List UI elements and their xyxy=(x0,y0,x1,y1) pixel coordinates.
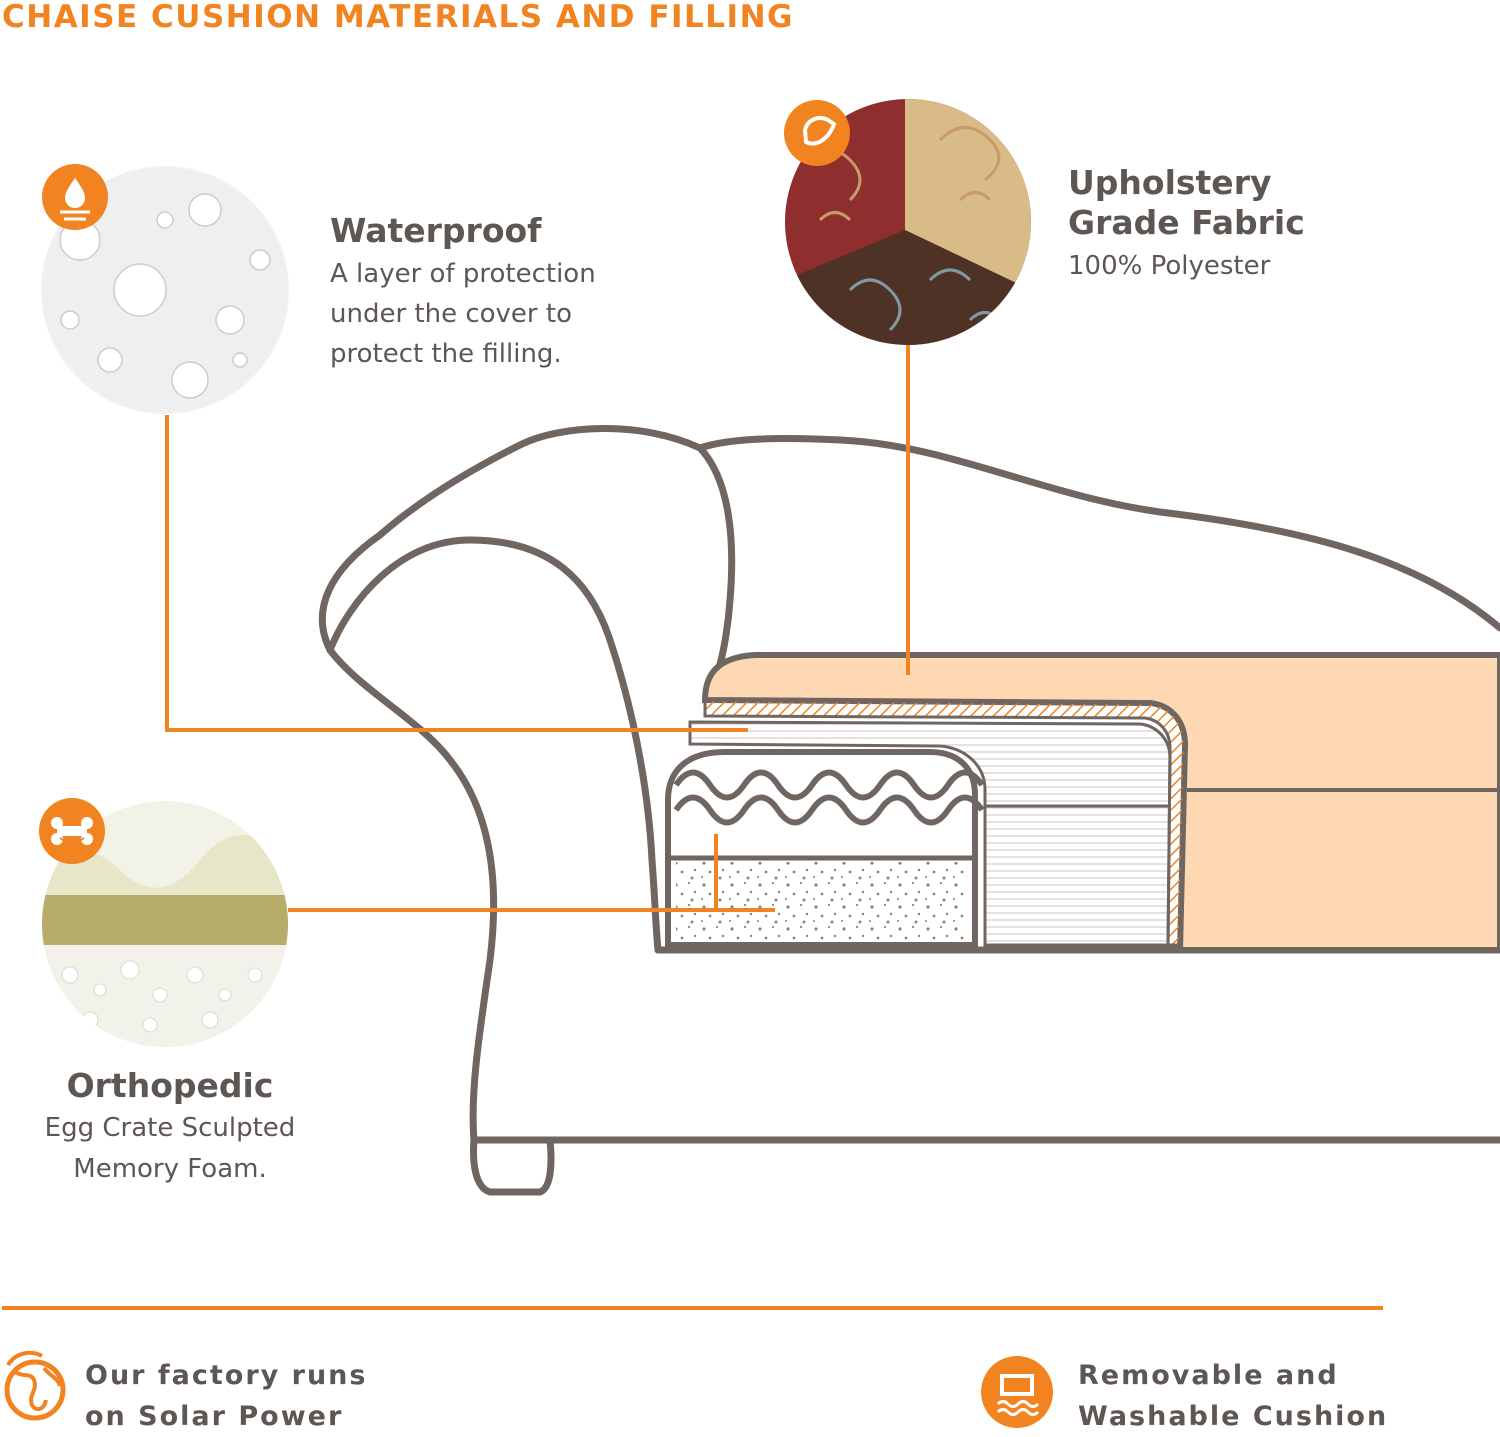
solar-line-1: Our factory runs xyxy=(85,1360,368,1391)
water-drop-icon xyxy=(42,164,108,230)
bone-icon xyxy=(39,798,105,864)
washable-line-2: Washable Cushion xyxy=(1078,1401,1389,1432)
waterproof-line-3: protect the filling. xyxy=(330,339,562,369)
waterproof-line-1: A layer of protection xyxy=(330,259,596,289)
solar-line-2: on Solar Power xyxy=(85,1401,344,1432)
washable-line-1: Removable and xyxy=(1078,1360,1339,1391)
orthopedic-line-1: Egg Crate Sculpted xyxy=(44,1113,296,1143)
fabric-title-line-2: Grade Fabric xyxy=(1068,203,1305,242)
waterproof-title: Waterproof xyxy=(330,211,542,250)
fabric-swatch-icon xyxy=(784,100,850,166)
waterproof-line-2: under the cover to xyxy=(330,299,572,329)
orthopedic-title: Orthopedic xyxy=(66,1066,274,1105)
connector-lines xyxy=(165,345,910,912)
fabric-title-line-1: Upholstery xyxy=(1068,163,1272,202)
page-title: CHAISE CUSHION MATERIALS AND FILLING xyxy=(2,0,794,35)
washing-icon xyxy=(981,1356,1053,1428)
fabric-subtitle: 100% Polyester xyxy=(1068,251,1271,281)
orthopedic-line-2: Memory Foam. xyxy=(73,1154,267,1184)
globe-icon xyxy=(4,1350,66,1421)
cushion-cutaway xyxy=(665,652,1500,953)
